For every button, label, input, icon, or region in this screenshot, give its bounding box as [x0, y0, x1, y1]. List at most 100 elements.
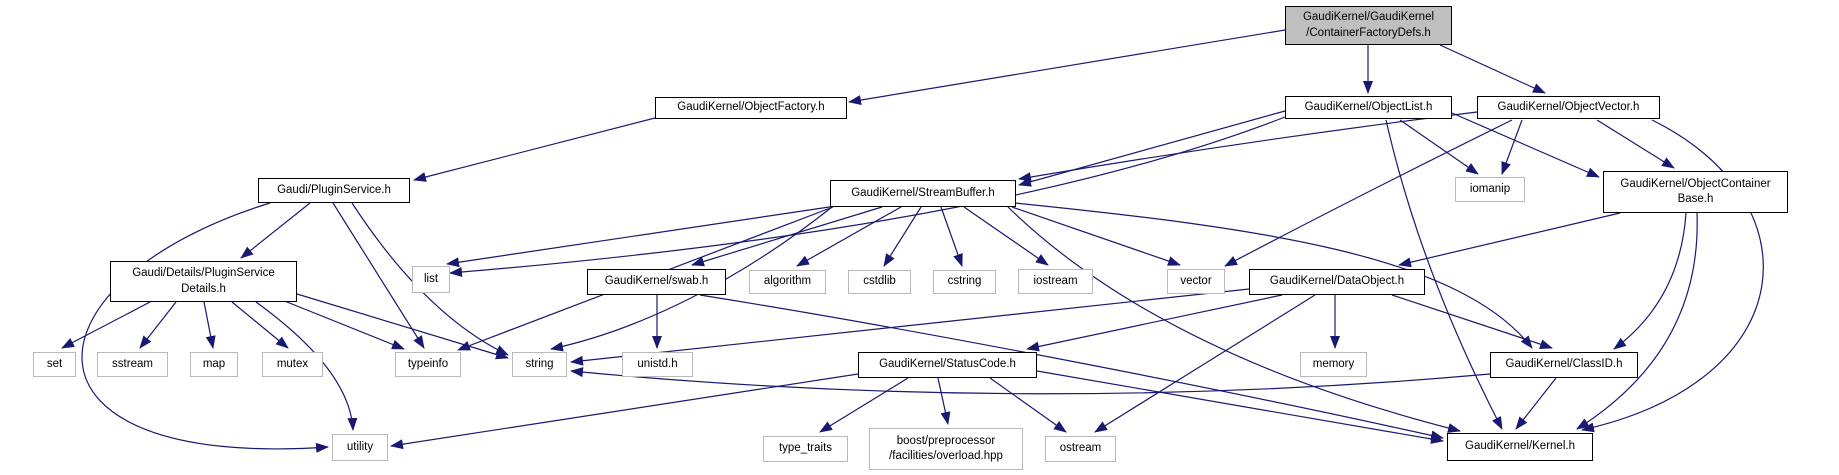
- edge-statuscode-to-utility: [390, 373, 859, 450]
- node-statuscode[interactable]: GaudiKernel/StatusCode.h: [858, 352, 1037, 378]
- node-classid[interactable]: GaudiKernel/ClassID.h: [1490, 352, 1638, 378]
- edge-objvector-to-ocbase: [1596, 119, 1675, 169]
- node-label: type_traits: [778, 442, 833, 455]
- edge-psdetails-to-string: [296, 293, 509, 360]
- edge-objlist-to-iomanip: [1399, 119, 1479, 175]
- edge-swab-to-kernel: [699, 294, 1444, 441]
- node-label: GaudiKernel/StatusCode.h: [879, 358, 1016, 371]
- node-typeinfo: typeinfo: [395, 352, 461, 377]
- node-label: /facilities/overload.hpp: [889, 450, 1003, 462]
- edge-objvector-to-vector: [1224, 119, 1513, 267]
- edge-streambuffer-to-list: [446, 205, 837, 268]
- edge-statuscode-to-ostream: [989, 377, 1067, 433]
- edge-objfactory-to-pluginservice: [413, 117, 656, 182]
- node-mutex: mutex: [262, 352, 323, 377]
- node-set: set: [33, 352, 76, 377]
- node-label: GaudiKernel/Kernel.h: [1465, 440, 1575, 453]
- node-memory: memory: [1300, 352, 1367, 377]
- edge-cfd-to-objfactory: [848, 29, 1286, 105]
- node-unistd: unistd.h: [622, 352, 693, 377]
- edge-pluginservice-to-string: [351, 202, 509, 356]
- edge-pluginservice-to-utility: [81, 202, 329, 453]
- node-pluginservice[interactable]: Gaudi/PluginService.h: [258, 178, 410, 203]
- node-label: list: [423, 272, 439, 285]
- node-list: list: [412, 266, 450, 293]
- edge-pluginservice-to-psdetails: [240, 202, 311, 259]
- node-cstdlib: cstdlib: [848, 270, 911, 294]
- node-boost: boost/preprocessor/facilities/overload.h…: [869, 428, 1023, 470]
- edge-streambuffer-to-classid: [1014, 202, 1533, 349]
- node-map: map: [190, 352, 238, 377]
- node-label: GaudiKernel/DataObject.h: [1269, 275, 1405, 288]
- node-label: boost/preprocessor: [896, 434, 996, 447]
- node-label: GaudiKernel/ClassID.h: [1505, 358, 1623, 371]
- node-type_traits: type_traits: [763, 436, 848, 462]
- node-label: cstring: [947, 275, 982, 288]
- edge-statuscode-to-kernel: [1036, 370, 1444, 444]
- node-cfd: GaudiKernel/GaudiKernel/ContainerFactory…: [1285, 6, 1452, 45]
- node-swab[interactable]: GaudiKernel/swab.h: [587, 269, 726, 295]
- edge-classid-to-kernel: [1515, 377, 1557, 430]
- edge-streambuffer-to-vector: [1011, 206, 1181, 266]
- node-label: Gaudi/Details/PluginService: [132, 267, 275, 280]
- edge-pluginservice-to-typeinfo: [332, 202, 425, 349]
- edge-psdetails-to-typeinfo: [281, 299, 405, 350]
- edge-objlist-to-streambuffer: [1018, 110, 1286, 187]
- edge-ocbase-to-classid: [1613, 212, 1687, 350]
- edge-streambuffer-to-cstdlib: [883, 206, 922, 267]
- node-label: cstdlib: [863, 275, 896, 288]
- edge-dataobject-to-statuscode: [1026, 294, 1283, 352]
- node-label: /ContainerFactoryDefs.h: [1306, 26, 1431, 39]
- node-objlist[interactable]: GaudiKernel/ObjectList.h: [1285, 96, 1452, 119]
- node-label: unistd.h: [637, 357, 678, 370]
- node-vector: vector: [1167, 269, 1225, 294]
- node-label: memory: [1312, 357, 1355, 370]
- edge-streambuffer-to-kernel: [1007, 206, 1461, 433]
- edge-ocbase-to-kernel: [1576, 212, 1698, 430]
- node-label: sstream: [112, 357, 153, 370]
- node-dataobject[interactable]: GaudiKernel/DataObject.h: [1249, 269, 1425, 295]
- node-label: mutex: [276, 357, 309, 370]
- edge-objlist-to-ocbase: [1451, 112, 1600, 178]
- edge-psdetails-to-set: [61, 301, 151, 349]
- node-streambuffer[interactable]: GaudiKernel/StreamBuffer.h: [830, 180, 1016, 207]
- node-sstream: sstream: [97, 352, 168, 377]
- edge-dataobject-to-string: [570, 288, 1250, 366]
- edge-dataobject-to-classid: [1391, 294, 1553, 349]
- edge-statuscode-to-boost: [937, 377, 951, 425]
- edge-objvector-to-streambuffer: [1018, 111, 1478, 182]
- node-iostream: iostream: [1018, 269, 1093, 294]
- node-objfactory[interactable]: GaudiKernel/ObjectFactory.h: [655, 97, 847, 119]
- node-label: string: [525, 357, 554, 370]
- edge-psdetails-to-map: [203, 301, 216, 349]
- node-label: GaudiKernel/ObjectVector.h: [1497, 100, 1640, 113]
- node-cstring: cstring: [933, 270, 996, 294]
- edge-streambuffer-to-swab: [691, 206, 883, 267]
- node-label: Details.h: [181, 282, 226, 295]
- edge-streambuffer-to-cstring: [940, 206, 963, 267]
- node-label: utility: [346, 440, 374, 453]
- edge-psdetails-to-sstream: [139, 301, 177, 349]
- edge-psdetails-to-utility: [255, 301, 358, 431]
- node-label: ostream: [1059, 442, 1102, 455]
- node-label: GaudiKernel/ObjectContainer: [1620, 177, 1771, 190]
- edge-objvector-to-kernel: [1581, 119, 1764, 433]
- edge-objvector-to-iomanip: [1501, 119, 1523, 175]
- node-utility: utility: [332, 434, 388, 461]
- node-iomanip: iomanip: [1455, 177, 1525, 202]
- edge-streambuffer-to-iostream: [963, 206, 1049, 266]
- node-label: GaudiKernel/swab.h: [604, 275, 709, 288]
- edge-classid-to-string: [570, 367, 1491, 395]
- edge-objlist-to-list: [449, 116, 1286, 278]
- node-label: set: [46, 357, 63, 370]
- node-string: string: [512, 352, 567, 377]
- node-kernel[interactable]: GaudiKernel/Kernel.h: [1447, 433, 1593, 461]
- edge-cfd-to-objvector: [1439, 44, 1546, 94]
- node-objvector[interactable]: GaudiKernel/ObjectVector.h: [1477, 96, 1660, 119]
- edge-ocbase-to-dataobject: [1398, 212, 1621, 268]
- edge-streambuffer-to-string: [550, 206, 833, 352]
